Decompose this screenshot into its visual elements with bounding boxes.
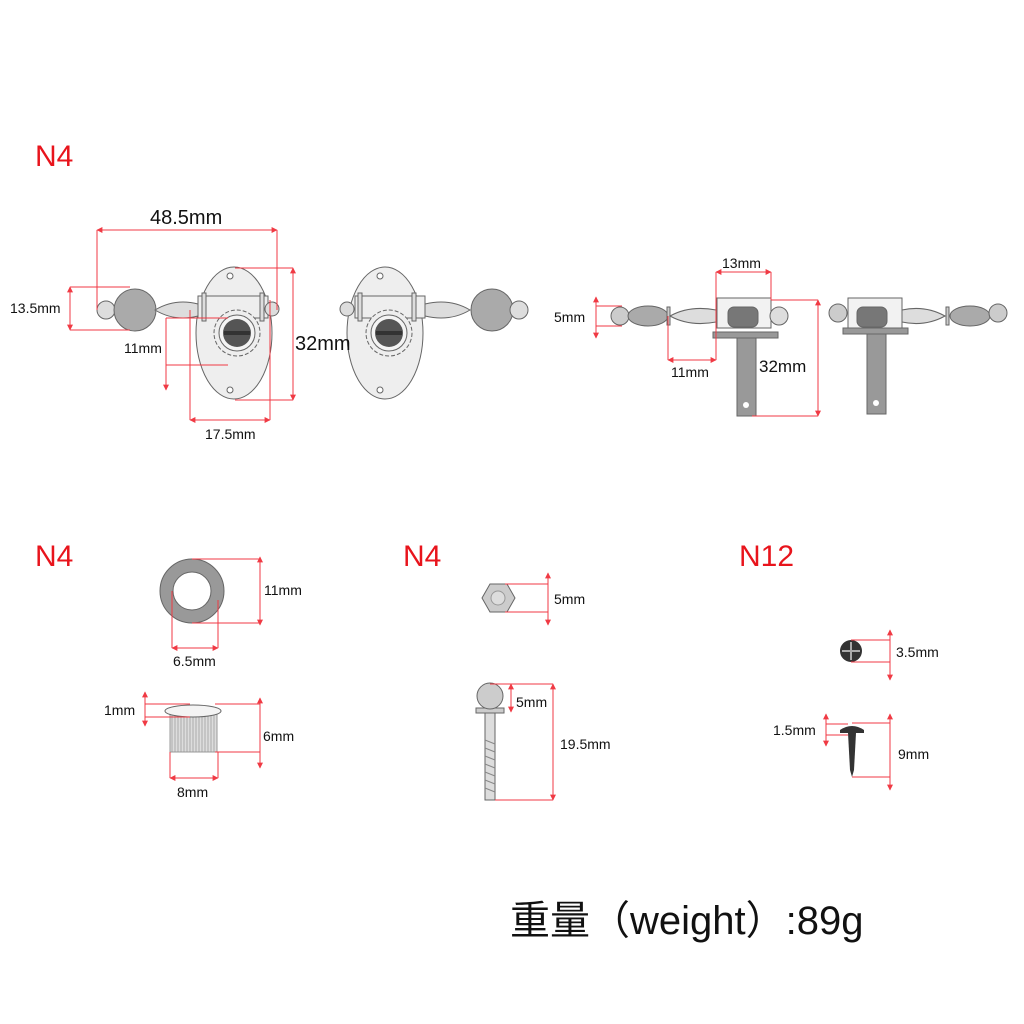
- weight-label: 重量（weight）:89g: [510, 899, 863, 943]
- dim-bushing-flange: 1mm: [104, 702, 135, 718]
- dim-washer-inner: 6.5mm: [173, 653, 216, 669]
- dim-knob-offset: 11mm: [671, 364, 709, 380]
- dim-gear-offset: 11mm: [124, 340, 162, 356]
- dim-knob-dia: 13.5mm: [10, 300, 61, 316]
- dim-bolt-length: 19.5mm: [560, 736, 611, 752]
- tuner-front-right: [339, 266, 529, 400]
- dim-plate-height: 32mm: [295, 333, 351, 355]
- washer: [159, 556, 263, 651]
- dim-screw-head: 3.5mm: [896, 644, 939, 660]
- dim-washer-outer: 11mm: [264, 582, 302, 598]
- tuner-front-left: [96, 266, 280, 400]
- tuner-side-right: [828, 297, 1008, 415]
- dim-post-height: 32mm: [759, 357, 806, 376]
- dim-bolt-head: 5mm: [516, 694, 547, 710]
- hex-nut: [481, 572, 551, 626]
- dim-spool-width: 13mm: [722, 255, 761, 271]
- front-dimensions: [67, 227, 296, 423]
- screw-head: [840, 629, 893, 681]
- dim-plate-width: 17.5mm: [205, 426, 256, 442]
- side-dimensions: [593, 269, 821, 417]
- dim-screw-shank: 1.5mm: [773, 722, 816, 738]
- dim-bushing-width: 8mm: [177, 784, 208, 800]
- dim-bushing-height: 6mm: [263, 728, 294, 744]
- tuner-side-left: [610, 297, 789, 417]
- bolt: [475, 682, 556, 801]
- quantity-tuner: N4: [35, 140, 73, 173]
- dim-screw-length: 9mm: [898, 746, 929, 762]
- dim-shaft-dia: 5mm: [554, 309, 585, 325]
- screw-side: [823, 713, 893, 791]
- dim-nut-width: 5mm: [554, 591, 585, 607]
- quantity-screw: N12: [739, 540, 794, 573]
- dim-length: 48.5mm: [150, 207, 222, 229]
- quantity-washer: N4: [35, 540, 73, 573]
- quantity-nut: N4: [403, 540, 441, 573]
- bushing: [142, 691, 263, 781]
